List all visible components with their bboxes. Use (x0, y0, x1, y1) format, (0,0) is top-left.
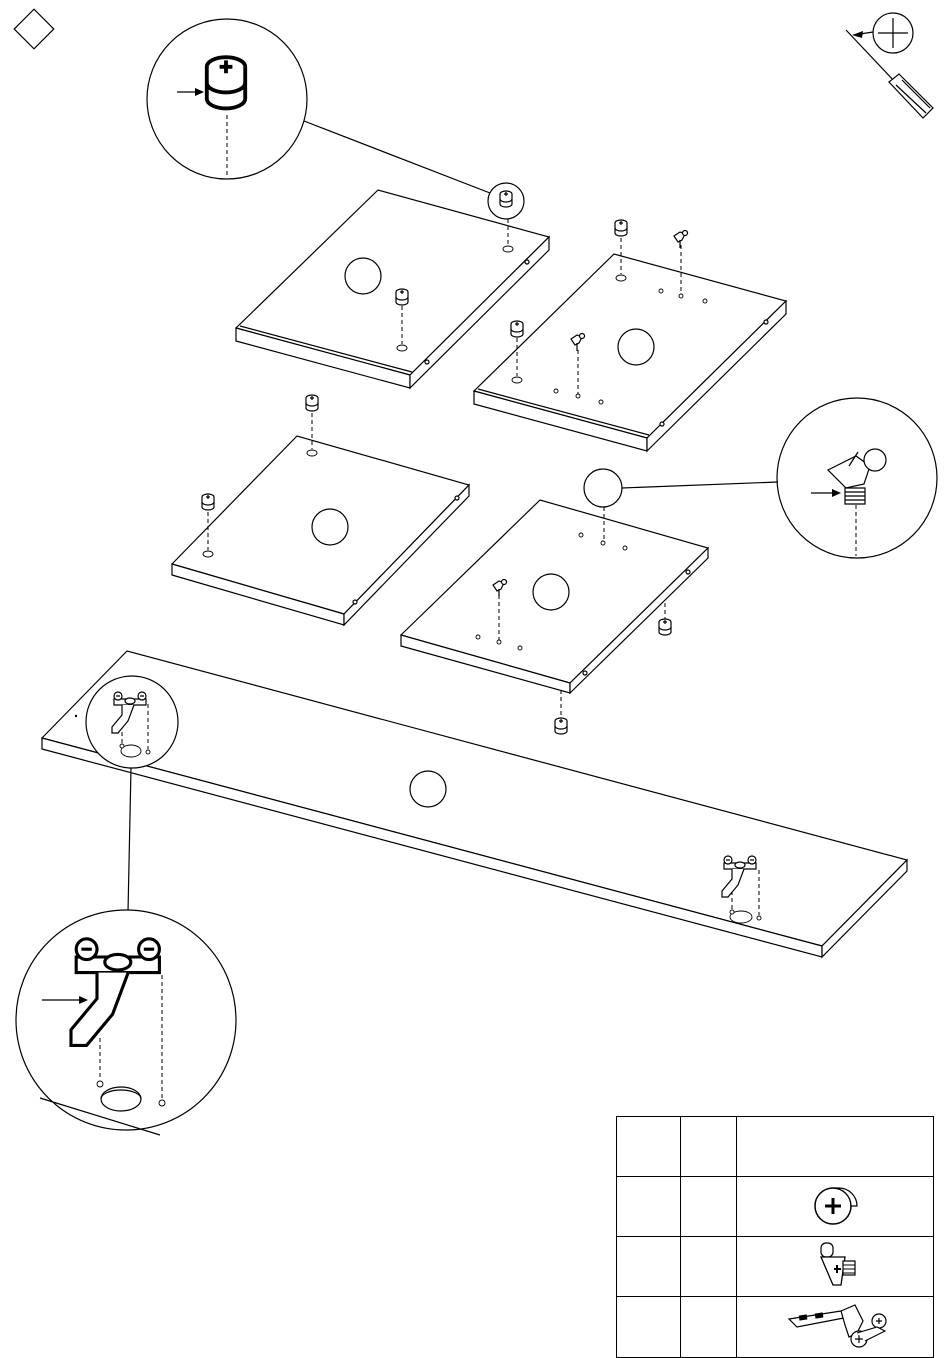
middle-panel-left (172, 395, 469, 625)
hinge-small-callout (86, 676, 178, 912)
header-cell-code (680, 1117, 736, 1177)
code-cell (680, 1297, 736, 1358)
cam-lock-callout (147, 19, 524, 219)
qty-cell (617, 1297, 681, 1358)
code-cell (680, 1177, 736, 1237)
top-panel-left (236, 190, 549, 388)
parts-table-row (617, 1237, 934, 1297)
cabinet-hinge-icon (789, 1305, 886, 1347)
diamond-step-marker (14, 9, 54, 49)
code-cell (680, 1237, 736, 1297)
header-cell-qty (617, 1117, 681, 1177)
cam-lock-icon (815, 1188, 857, 1224)
qty-cell (617, 1237, 681, 1297)
header-cell-part (736, 1117, 933, 1177)
part-cell (736, 1177, 933, 1237)
part-cell (736, 1297, 933, 1358)
shelf-support-pin-icon (821, 1243, 855, 1285)
hinge-callout (16, 910, 236, 1135)
part-cell (736, 1237, 933, 1297)
parts-table-row (617, 1177, 934, 1237)
parts-table (616, 1116, 934, 1358)
qty-cell (617, 1177, 681, 1237)
long-bottom-panel (42, 651, 907, 957)
parts-table-header (617, 1117, 934, 1177)
parts-table-row (617, 1297, 934, 1358)
phillips-screwdriver-icon (846, 13, 933, 118)
